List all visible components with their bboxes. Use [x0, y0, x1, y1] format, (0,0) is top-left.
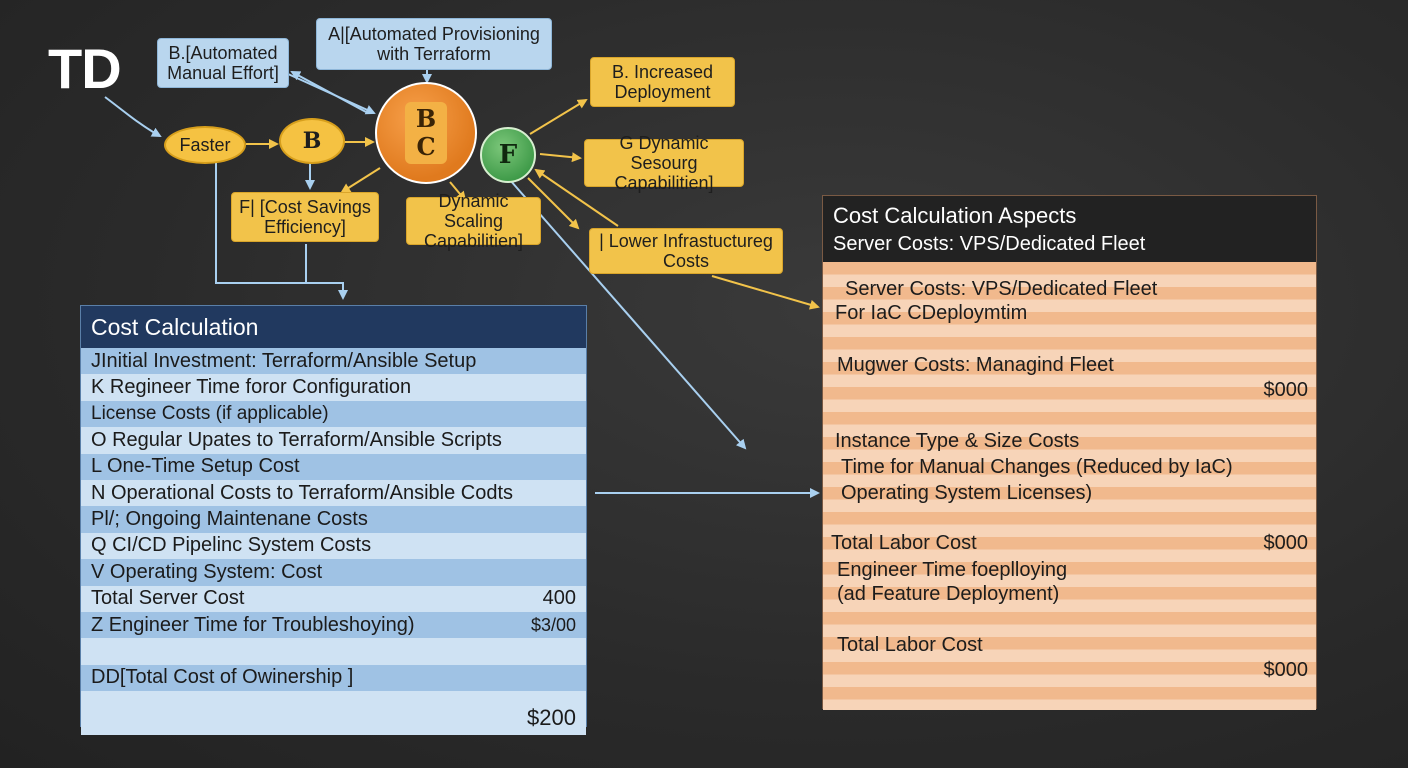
cost-row-label: N Operational Costs to Terraform/Ansible… — [91, 481, 514, 504]
cost-calculation-title: Cost Calculation — [81, 306, 586, 348]
callout-increased-deployment[interactable]: B. Increased Deployment — [590, 57, 735, 107]
hub-label-bottom: C — [416, 132, 436, 161]
cost-row: N Operational Costs to Terraform/Ansible… — [81, 479, 586, 507]
cost-row-label: Z Engineer Time for Troubleshoying) — [91, 613, 415, 636]
cost-row-value: $200 — [527, 705, 576, 731]
aspect-line: Total Labor Cost — [837, 634, 983, 656]
callout-dynamic-sourcing[interactable]: G Dynamic Sesourg Capabilitien] — [584, 133, 744, 193]
aspect-value: $000 — [1263, 659, 1309, 681]
hub-label-top: B — [415, 104, 437, 133]
aspect-value: $000 — [1263, 532, 1309, 554]
f-node[interactable]: F — [480, 127, 536, 183]
brand-logo: TD — [48, 37, 122, 100]
cost-row: Q CI/CD Pipelinc System Costs — [81, 532, 586, 560]
aspect-line: Mugwer Costs: Managind Fleet — [837, 354, 1114, 376]
connector-lower-right-table — [711, 275, 820, 310]
connector-faster-left-table — [215, 160, 348, 300]
cost-row-label: License Costs (if applicable) — [91, 402, 329, 424]
aspect-line: Server Costs: VPS/Dedicated Fleet — [845, 278, 1158, 300]
aspect-value: $000 — [1263, 379, 1309, 401]
cost-row: V Operating System: Cost — [81, 559, 586, 586]
connector-fnode-lower — [527, 177, 580, 230]
cost-row-label: Q CI/CD Pipelinc System Costs — [91, 534, 372, 557]
aspect-line: Time for Manual Changes (Reduced by IaC) — [841, 456, 1233, 478]
cost-aspects-subtitle: Server Costs: VPS/Dedicated Fleet — [833, 233, 1146, 255]
b-node[interactable]: B — [279, 118, 345, 164]
cost-row — [81, 638, 586, 665]
cost-row-total: $200 — [81, 691, 586, 736]
cost-calculation-rows: JInitial Investment: Terraform/Ansible S… — [81, 348, 586, 736]
cost-row-label: Pl/; Ongoing Maintenane Costs — [91, 508, 368, 531]
cost-row-label: DD[Total Cost of Owinership ] — [91, 666, 354, 689]
cost-row-value: $3/00 — [530, 614, 576, 635]
cost-row: JInitial Investment: Terraform/Ansible S… — [81, 348, 586, 375]
cost-row-label: L One-Time Setup Cost — [91, 455, 300, 478]
central-hub-node[interactable]: B C — [375, 82, 477, 184]
aspect-line: Operating System Licenses) — [841, 482, 1093, 504]
cost-row: Z Engineer Time for Troubleshoying) $3/00 — [81, 611, 586, 639]
cost-aspects-panel: Cost Calculation Aspects Server Costs: V… — [822, 195, 1317, 710]
cost-row: K Regineer Time foror Configuration — [81, 374, 586, 401]
callout-cost-savings[interactable]: F| [Cost Savings Efficiency] — [231, 192, 379, 242]
cost-row-label: O Regular Upates to Terraform/Ansible Sc… — [91, 428, 502, 451]
callout-automated-provisioning[interactable]: A|[Automated Provisioning with Terraform — [316, 18, 552, 70]
aspect-line: (ad Feature Deployment) — [837, 583, 1060, 605]
cost-row: License Costs (if applicable) — [81, 400, 586, 428]
connector-hub-cost-savings — [340, 167, 381, 194]
cost-row: L One-Time Setup Cost — [81, 453, 586, 480]
faster-node[interactable]: Faster — [164, 126, 246, 164]
connector-fnode-sourcing — [539, 152, 582, 163]
cost-row-value: 400 — [542, 587, 576, 610]
cost-row-label: Total Server Cost — [91, 587, 245, 610]
connector-fnode-right — [509, 179, 747, 450]
cost-aspects-header: Cost Calculation Aspects Server Costs: V… — [823, 196, 1316, 262]
connector-fnode-increased — [529, 98, 588, 135]
cost-calculation-panel: Cost Calculation JInitial Investment: Te… — [80, 305, 587, 736]
callout-automated-manual-effort[interactable]: B.[Automated Manual Effort] — [157, 38, 289, 88]
aspect-line: Engineer Time foeplloying — [837, 559, 1068, 581]
aspect-line: Total Labor Cost — [831, 532, 977, 554]
connector-manual-hub-back — [290, 71, 367, 113]
cost-row-label: V Operating System: Cost — [91, 560, 323, 583]
aspect-line: Instance Type & Size Costs — [835, 430, 1080, 452]
cost-row-label: JInitial Investment: Terraform/Ansible S… — [91, 349, 477, 372]
cost-row: DD[Total Cost of Owinership ] — [81, 664, 586, 692]
cost-aspects-body: Server Costs: VPS/Dedicated Fleet For Ia… — [823, 262, 1316, 710]
callout-dynamic-scaling[interactable]: Dynamic Scaling Capabilitien] — [406, 191, 541, 251]
callout-lower-infrastructure[interactable]: | Lower Infrastuctureg Costs — [589, 228, 783, 274]
cost-row: O Regular Upates to Terraform/Ansible Sc… — [81, 427, 586, 454]
cost-row: Pl/; Ongoing Maintenane Costs — [81, 506, 586, 533]
cost-row-label: K Regineer Time foror Configuration — [91, 376, 412, 399]
hub-badge: B C — [405, 102, 447, 164]
cost-aspects-title: Cost Calculation Aspects — [833, 203, 1077, 228]
connector-brand-faster — [104, 96, 162, 137]
cost-row: Total Server Cost 400 — [81, 585, 586, 612]
connector-lower-fnode — [534, 168, 619, 227]
aspect-line: For IaC CDeploymtim — [835, 302, 1028, 324]
